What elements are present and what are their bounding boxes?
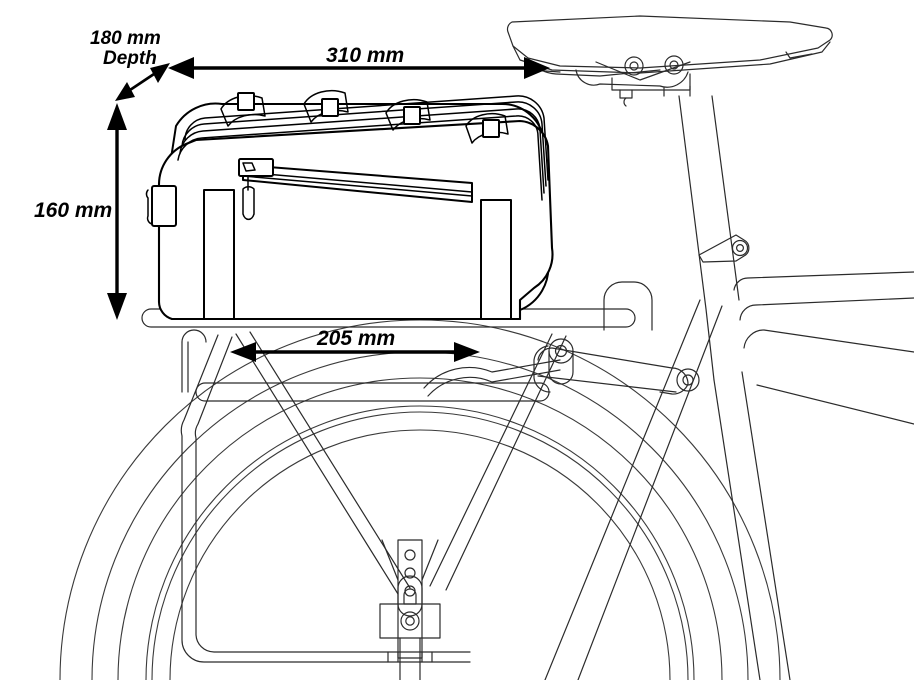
side-buckle bbox=[145, 185, 177, 227]
rack-mount-bracket bbox=[379, 539, 441, 680]
seatpost bbox=[663, 85, 691, 97]
trunk-bag bbox=[145, 89, 554, 321]
dimension-label-310mm: 310 mm bbox=[326, 44, 404, 67]
zipper-pull bbox=[238, 158, 274, 221]
rear-rack bbox=[141, 281, 700, 663]
dimension-label-205mm: 205 mm bbox=[316, 327, 395, 350]
mounting-strap-left bbox=[203, 189, 235, 320]
top-strap-clips bbox=[220, 89, 509, 144]
dimension-205mm bbox=[230, 342, 480, 362]
bicycle-frame bbox=[544, 95, 914, 680]
mounting-strap-right bbox=[480, 199, 512, 320]
dimension-310mm bbox=[168, 57, 550, 79]
dimension-180mm-depth bbox=[115, 63, 170, 101]
rear-wheel bbox=[59, 319, 781, 680]
dimension-160mm bbox=[107, 103, 127, 320]
rear-fender bbox=[151, 411, 689, 680]
dimension-label-180mm-line2: Depth bbox=[103, 48, 157, 69]
dimension-label-160mm: 160 mm bbox=[34, 199, 112, 222]
dimension-label-180mm-line1: 180 mm bbox=[90, 28, 161, 49]
bicycle-saddle bbox=[506, 15, 833, 107]
